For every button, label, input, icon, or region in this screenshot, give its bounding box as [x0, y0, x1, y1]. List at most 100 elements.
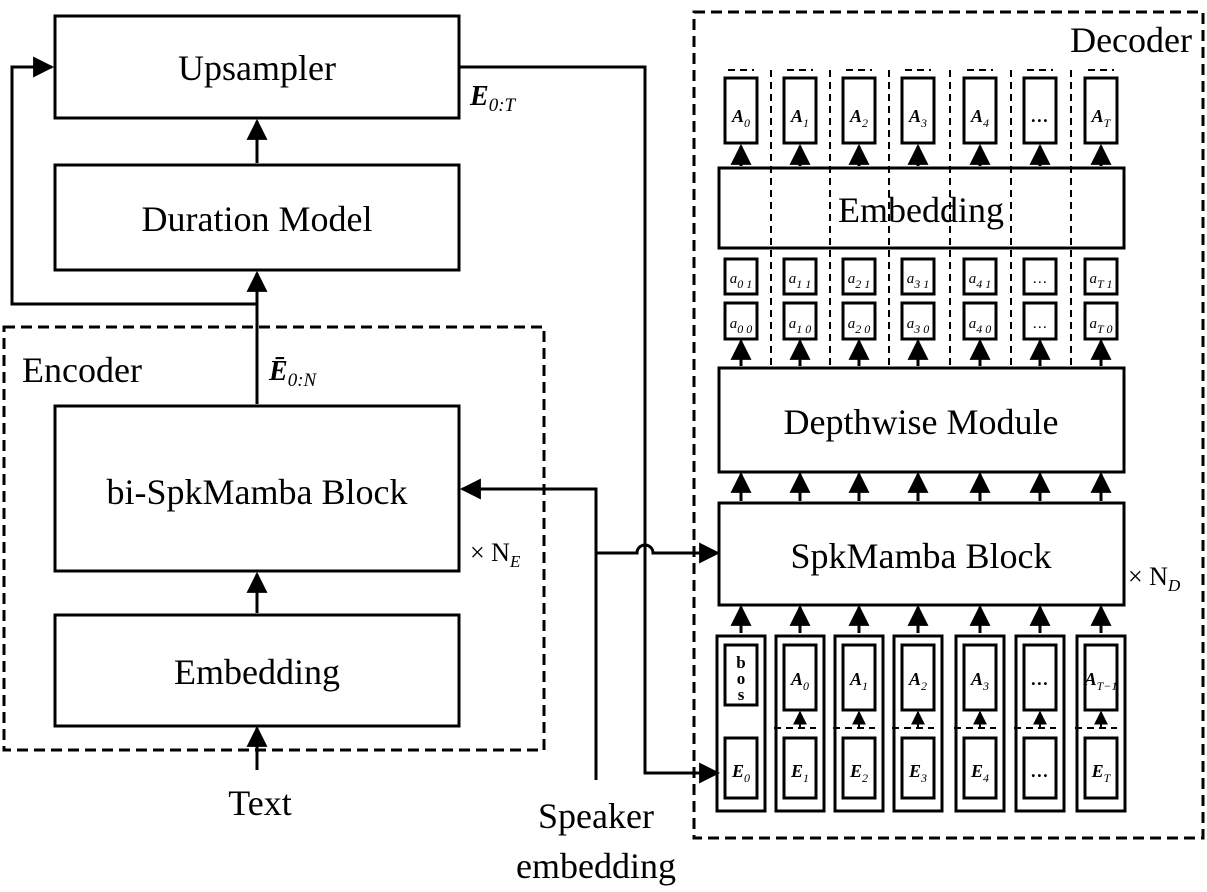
- output-token-label: A1: [790, 106, 809, 130]
- code-level1-box: [841, 257, 877, 296]
- input-text-token-label: ET: [1091, 761, 1112, 785]
- decoder-title: Decoder: [1070, 20, 1192, 60]
- input-column-frame: [833, 634, 885, 813]
- input-acoustic-token-box: [1083, 643, 1119, 712]
- duration-model-label: Duration Model: [142, 199, 373, 239]
- code-level0-box: [900, 301, 936, 341]
- input-acoustic-token-box: [962, 643, 998, 712]
- encoder-repeat-label: × NE: [470, 538, 521, 571]
- depthwise-module-box: [717, 366, 1126, 474]
- input-acoustic-token-box: [782, 643, 818, 712]
- code-level1-box: [1083, 257, 1119, 296]
- encoder-boundary: [2, 325, 546, 752]
- input-acoustic-token-box: [1022, 643, 1058, 712]
- bos-box: [723, 643, 759, 707]
- input-column-frame: [954, 634, 1006, 813]
- code-level0-label: …: [1033, 316, 1046, 332]
- output-token-box: [1083, 76, 1119, 145]
- decoder-repeat-label: × ND: [1128, 562, 1181, 595]
- input-text-token-box: [900, 736, 936, 800]
- input-text-token-box: [962, 736, 998, 800]
- output-token-box: [962, 76, 998, 145]
- e0t-label: E0:T: [469, 81, 517, 116]
- code-level1-label: aT 1: [1090, 271, 1113, 291]
- input-column-frame: [774, 634, 826, 813]
- upsampler-box: [53, 14, 461, 120]
- code-level1-label: a0 1: [730, 271, 753, 291]
- output-token-label: A0: [731, 106, 750, 130]
- decoder-token-columns: A0 a0 1 a0 0 E0 A1 a1 1 a1 0 E1 A2 a2 1 a2 0 E2 A3 a3…: [715, 69, 1127, 813]
- output-token-box: [1022, 76, 1058, 145]
- input-text-token-box: [1022, 736, 1058, 800]
- input-text-token-box: [782, 736, 818, 800]
- input-text-token-label: …: [1031, 761, 1049, 781]
- code-level0-label: a3 0: [907, 316, 930, 336]
- input-text-token-label: E1: [790, 761, 809, 785]
- code-level1-box: [782, 257, 818, 296]
- decoder-embedding-box: [717, 166, 1126, 250]
- output-token-label: A4: [970, 106, 989, 130]
- decoder-embedding-label: Embedding: [838, 190, 1004, 230]
- input-text-token-label: E2: [849, 761, 868, 785]
- code-level1-label: …: [1033, 271, 1046, 287]
- code-level0-box: [841, 301, 877, 341]
- upsampler-to-decoder-line: [459, 65, 721, 784]
- code-level0-label: aT 0: [1090, 316, 1113, 336]
- upsampler-label: Upsampler: [178, 48, 336, 88]
- input-text-token-label: E3: [908, 761, 927, 785]
- input-column-frame: [892, 634, 944, 813]
- spkmamba-block-label: SpkMamba Block: [791, 536, 1052, 576]
- output-token-box: [723, 76, 759, 145]
- input-text-token-label: E4: [970, 761, 989, 785]
- input-column-frame: [1075, 634, 1127, 813]
- speaker-label-line2: embedding: [516, 846, 676, 886]
- input-acoustic-token-box: [900, 643, 936, 712]
- output-token-label: A3: [908, 106, 927, 130]
- output-token-box: [900, 76, 936, 145]
- code-level1-box: [723, 257, 759, 296]
- input-acoustic-token-label: A0: [790, 669, 809, 693]
- duration-model-box: [53, 163, 461, 272]
- input-text-token-label: E0: [731, 761, 750, 785]
- bi-spkmamba-block: [53, 404, 461, 573]
- input-acoustic-token-box: [841, 643, 877, 712]
- speaker-label-line1: Speaker: [538, 796, 654, 836]
- code-level1-box: [1022, 257, 1058, 296]
- input-text-token-box: [1083, 736, 1119, 800]
- code-level1-label: a4 1: [969, 271, 992, 291]
- input-acoustic-token-label: A1: [849, 669, 868, 693]
- decoder-boundary: [692, 10, 1205, 840]
- output-token-label: A2: [849, 106, 868, 130]
- encoder-embedding-label: Embedding: [174, 652, 340, 692]
- speaker-to-decoder-arrow: [596, 542, 721, 564]
- code-level0-box: [782, 301, 818, 341]
- input-text-token-box: [841, 736, 877, 800]
- ebar-label: Ē0:N: [268, 356, 318, 391]
- code-level0-label: a0 0: [730, 316, 753, 336]
- output-token-label: …: [1031, 106, 1049, 126]
- output-token-box: [782, 76, 818, 145]
- output-token-box: [841, 76, 877, 145]
- code-level0-label: a2 0: [848, 316, 871, 336]
- speaker-to-encoder-arrow: [459, 478, 598, 780]
- input-acoustic-token-label: AT−1: [1084, 669, 1118, 693]
- code-level1-box: [900, 257, 936, 296]
- input-acoustic-token-label: A3: [970, 669, 989, 693]
- input-acoustic-token-label: A2: [908, 669, 927, 693]
- code-level0-box: [1022, 301, 1058, 341]
- code-level0-label: a1 0: [789, 316, 812, 336]
- encoder-bypass-arrow: [10, 56, 257, 306]
- encoder-embedding-box: [53, 613, 461, 728]
- code-level1-box: [962, 257, 998, 296]
- input-acoustic-token-label: …: [1031, 669, 1049, 689]
- depthwise-module-label: Depthwise Module: [784, 402, 1059, 442]
- text-input-label: Text: [228, 783, 291, 823]
- code-level1-label: a2 1: [848, 271, 871, 291]
- output-token-label: AT: [1091, 106, 1112, 130]
- encoder-title: Encoder: [22, 350, 142, 390]
- input-column-frame: [1014, 634, 1066, 813]
- code-level0-label: a4 0: [969, 316, 992, 336]
- code-level1-label: a1 1: [789, 271, 812, 291]
